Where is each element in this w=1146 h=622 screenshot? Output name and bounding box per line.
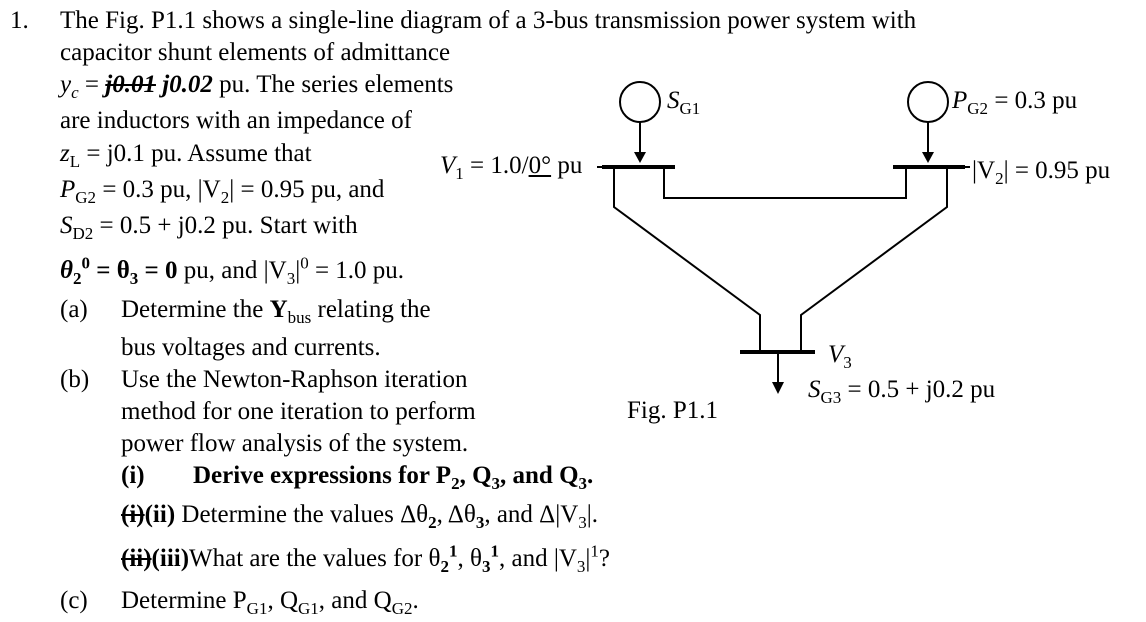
intro-line-1: The Fig. P1.1 shows a single-line diagra…	[60, 7, 917, 34]
admittance-value: j0.02	[155, 71, 213, 98]
zl-line: zL = j0.1 pu. Assume that	[60, 140, 312, 171]
sg3-label: SG3 = 0.5 + j0.2 pu	[808, 376, 996, 407]
generator-1-icon	[619, 81, 661, 123]
pg2-line: PG2 = 0.3 pu, |V2| = 0.95 pu, and	[60, 176, 385, 207]
sub-ii-line: (i)(ii) Determine the values Δθ2, Δθ3, a…	[121, 501, 599, 532]
line-2-3	[800, 167, 948, 352]
sd2-line: SD2 = 0.5 + j0.2 pu. Start with	[60, 212, 358, 243]
arrow-g1-icon	[634, 152, 646, 163]
v3-label: V3	[828, 341, 852, 372]
part-b-label: (b)	[60, 366, 90, 393]
part-a-line-1: Determine the Ybus relating the	[121, 296, 431, 327]
arrow-load-icon	[772, 382, 784, 394]
line-4: are inductors with an impedance of	[60, 107, 412, 134]
sg1-label: SG1	[667, 87, 701, 118]
struck-admittance: j0.01	[105, 71, 156, 98]
sub-i-text: Derive expressions for P2, Q3, and Q3.	[193, 462, 594, 493]
line-1-3	[613, 167, 761, 352]
part-a-line-2: bus voltages and currents.	[121, 334, 381, 361]
sub-iii-line: (ii)(iii)What are the values for θ21, θ3…	[121, 541, 611, 576]
part-c-text: Determine PG1, QG1, and QG2.	[121, 587, 419, 618]
intro-line-2: capacitor shunt elements of admittance	[60, 39, 451, 66]
initial-condition-line: θ20 = θ3 = 0 pu, and |V3|0 = 1.0 pu.	[60, 253, 405, 288]
v2-label: |V2| = 0.95 pu	[972, 157, 1111, 188]
arrow-g2-icon	[922, 152, 934, 163]
v1-label: V1 = 1.0/0° pu	[440, 152, 583, 183]
problem-number: 1.	[10, 7, 29, 34]
yc-line: yc = j0.01 j0.02 pu. The series elements	[60, 71, 454, 102]
pg2-label: PG2 = 0.3 pu	[952, 87, 1078, 118]
generator-2-icon	[907, 81, 949, 123]
part-b-line-1: Use the Newton-Raphson iteration	[121, 366, 468, 393]
figure-caption: Fig. P1.1	[627, 397, 719, 424]
part-b-line-2: method for one iteration to perform	[121, 398, 476, 425]
part-a-label: (a)	[60, 296, 88, 323]
part-b-line-3: power flow analysis of the system.	[121, 430, 469, 457]
part-c-label: (c)	[60, 587, 88, 614]
line-1-2	[663, 167, 907, 199]
sub-i-label: (i)	[121, 462, 145, 489]
